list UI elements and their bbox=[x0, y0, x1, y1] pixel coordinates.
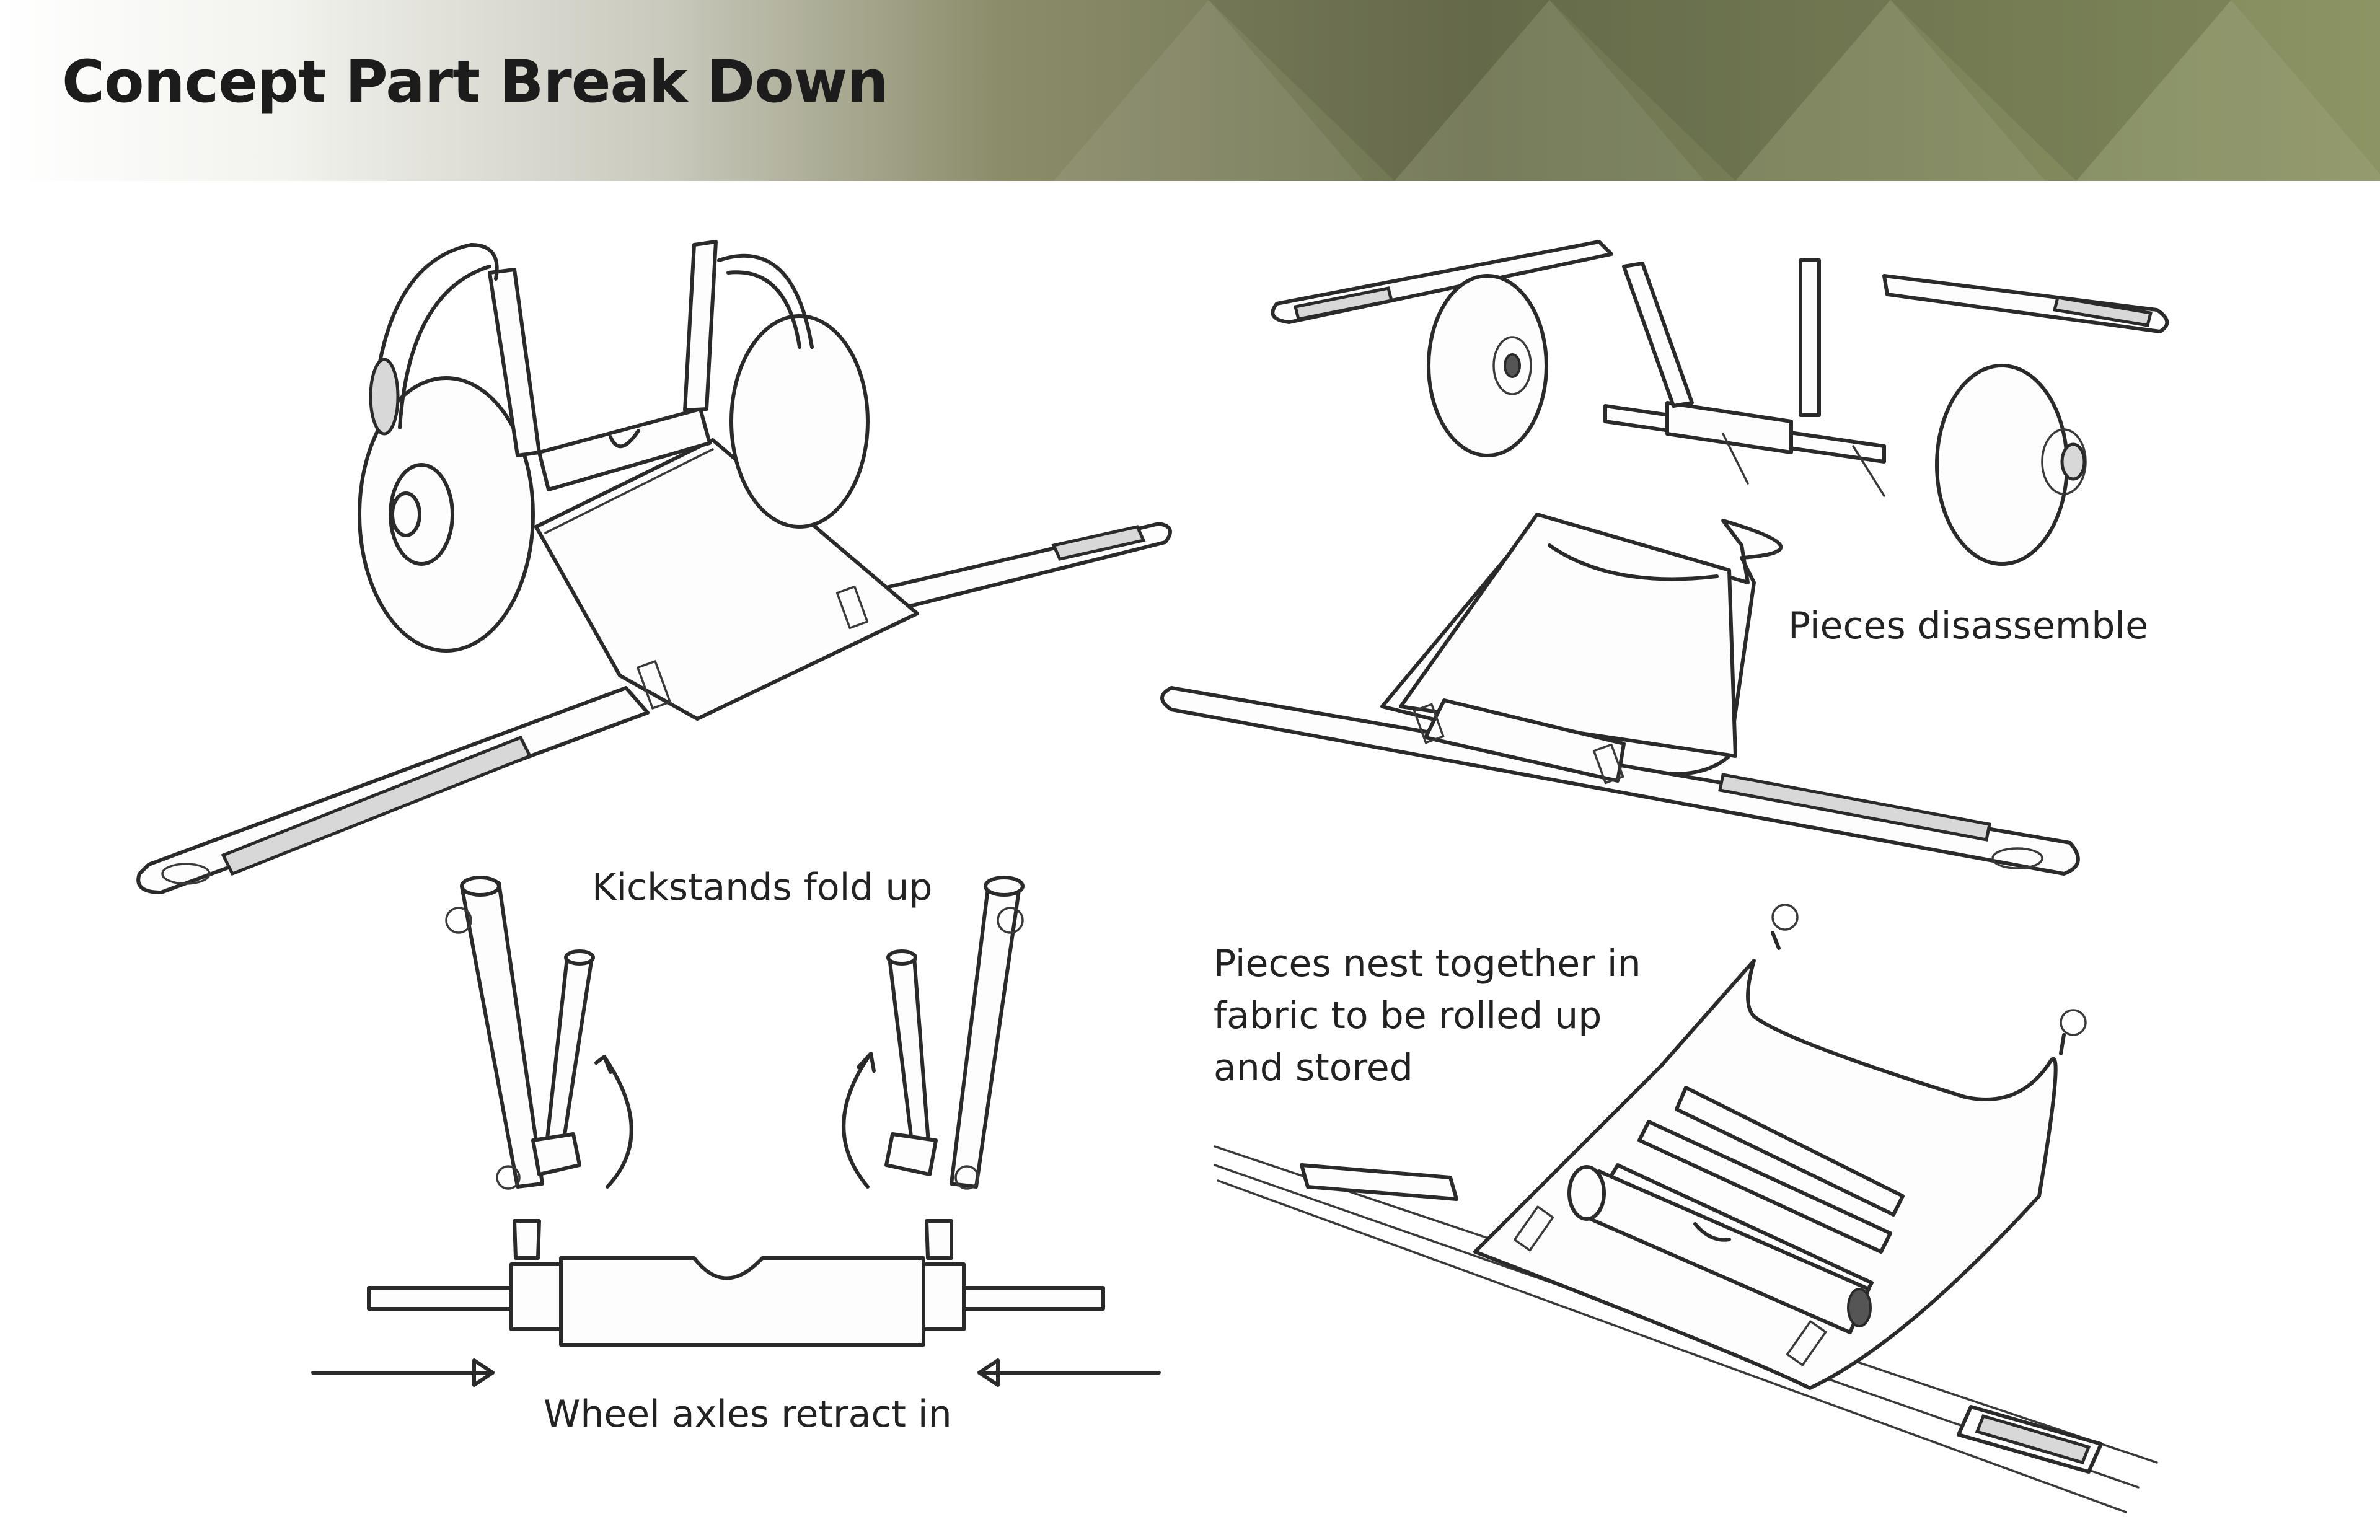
kickstand-axle-detail-sketch bbox=[311, 876, 1161, 1387]
caption-kickstands-fold-up: Kickstands fold up bbox=[592, 866, 933, 909]
caption-pieces-nest-together: Pieces nest together in fabric to be rol… bbox=[1214, 938, 1641, 1094]
rolled-storage-sketch bbox=[1214, 904, 2158, 1513]
caption-wheel-axles-retract: Wheel axles retract in bbox=[544, 1393, 952, 1436]
caption-nest-line-1: Pieces nest together in bbox=[1214, 942, 1641, 985]
caption-pieces-disassemble: Pieces disassemble bbox=[1788, 604, 2149, 648]
caption-nest-line-2: fabric to be rolled up bbox=[1214, 994, 1602, 1037]
disassembled-parts-sketch bbox=[1160, 240, 2169, 876]
sketch-canvas bbox=[136, 240, 2169, 1513]
banner-background bbox=[0, 0, 2380, 181]
caption-nest-line-3: and stored bbox=[1214, 1046, 1413, 1089]
page-title: Concept Part Break Down bbox=[62, 48, 889, 116]
header-banner: Concept Part Break Down bbox=[0, 0, 2380, 181]
assembled-cart-sketch bbox=[136, 240, 1172, 894]
